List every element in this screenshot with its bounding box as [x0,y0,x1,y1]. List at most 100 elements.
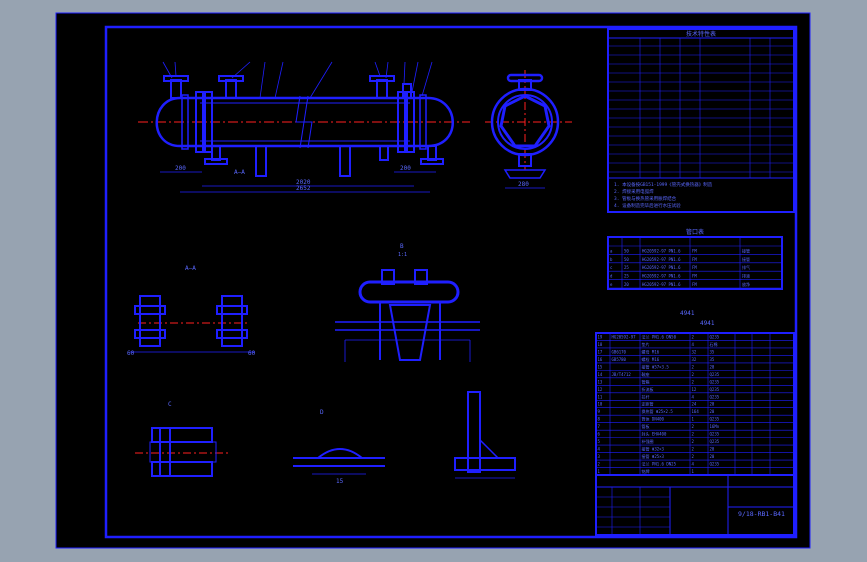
dim-total: 2652 [296,185,311,192]
bom-cell: 3 [598,454,601,459]
bom-cell: 换热管 Φ25×2.5 [642,408,674,414]
nozzle-cell: 排液 [742,273,750,279]
bom-cell: 接管 Φ25×3 [642,453,665,459]
bom-cell: 定距管 [642,401,654,407]
sheet-outer-border [55,12,811,549]
bom-cell: 17 [598,349,603,354]
bom-cell: 接管 Φ57×3.5 [642,363,670,369]
sheet-inner-frame [104,25,798,539]
bom-cell: 螺栓 M16 [642,356,660,362]
dim-end: 280 [518,181,529,188]
bom-cell: 管箱 [642,378,650,384]
bom-cell: 18 [598,342,603,347]
nozzle-cell: HG20592-97 PN1.6 [642,274,681,279]
bom-cell: Q235 [710,372,720,377]
technical-spec-table: 技术特性表 1. 本设备按GB151-1999《管壳式换热器》制造2. 焊接采用… [607,28,795,213]
bom-cell: 6 [598,432,601,437]
bom-cell: 19 [598,334,603,339]
dim-span: 2020 [296,179,311,186]
bom-cell: 164 [692,409,700,414]
bom-cell: 法兰 PN1.6 DN25 [642,461,677,467]
detail-b-title: B [400,243,404,250]
bom-cell: 24 [692,402,697,407]
nozzle-cell: d [610,274,613,279]
detail-view-c: C [135,401,230,477]
bom-cell: 1 [598,469,601,474]
left-head [155,96,181,148]
bom-cell: HG20592-97 [612,334,637,339]
nozzle-cell: 50 [624,248,629,253]
tech-table-title: 技术特性表 [686,30,716,38]
top-nozzles [163,75,412,99]
bom-cell: 筒体 DN400 [642,416,665,422]
nozzle-cell: 25 [624,274,629,279]
dim-15: 15 [336,478,344,485]
nozzle-cell: 排气 [742,264,750,270]
bom-cell: Q235 [710,379,720,384]
weight-label: 4941 [680,310,695,317]
nozzle-cell: FM [692,265,697,270]
bom-cell: 12 [692,387,697,392]
bom-cell: 20 [710,447,715,452]
bom-cell: GB6170 [612,349,627,354]
nozzle-cell: HG20592-97 PN1.6 [642,265,681,270]
note-line: 1. 本设备按GB151-1999《管壳式换热器》制造 [614,181,713,188]
bom-cell: Q235 [710,394,720,399]
nozzle-cell: 放净 [742,281,750,287]
bom-cell: 4 [692,394,695,399]
note-line: 2. 焊接采用电弧焊 [614,188,654,195]
bom-cell: 11 [598,394,603,399]
bom-cell: 2 [692,447,695,452]
bottom-nozzles [204,145,444,177]
bom-cell: 5 [598,439,601,444]
bom-cell: 接管 Φ32×3 [642,446,665,452]
nozzle-cell: 接管 [742,256,750,262]
bom-cell: 32 [692,357,697,362]
nozzle-cell: FM [692,248,697,253]
dim-right: 200 [400,165,411,172]
nozzle-cell: 20 [624,282,629,287]
label-view-a: A—A [234,169,245,176]
bom-cell: 32 [692,349,697,354]
bom-cell: 14 [598,372,603,377]
bom-cell: 2 [692,432,695,437]
bom-cell: 管板 [642,423,650,429]
detail-view-e [454,391,516,479]
vessel-front-view: 200 2020 2652 200 A—A [138,61,470,193]
bom-cell: 12 [598,387,603,392]
bom-cell: 折流板 [642,386,654,392]
bom-cell: 螺母 M16 [642,348,660,354]
bom-cell: 补强圈 [642,438,654,444]
nozzle-cell: HG20592-97 PN1.6 [642,248,681,253]
nozzle-cell: FM [692,282,697,287]
bom-cell: 10 [598,402,603,407]
bom-cell: 15 [598,364,603,369]
bom-cell: 35 [710,349,715,354]
bom-cell: GB5780 [612,357,627,362]
title-block: 9/18-RB1-B41 [595,474,795,536]
bom-cell: 石棉 [710,341,718,347]
bom-cell: Q235 [710,439,720,444]
nozzle-cell: HG20592-97 PN1.6 [642,282,681,287]
weight-label-2: 4941 [700,320,715,327]
bom-cell: JB/T4712 [612,372,632,377]
dim-60b: 60 [248,350,256,357]
bom-cell: 4 [598,447,601,452]
bom-cell: 2 [692,424,695,429]
bom-cell: 2 [692,372,695,377]
bom-cell: 垫片 [642,341,650,347]
drawing-number: 9/18-RB1-B41 [738,510,785,518]
bom-cell: 拉杆 [642,393,650,399]
bom-cell: Q235 [710,417,720,422]
nozzle-cell: 25 [624,265,629,270]
detail-c-title: C [168,401,172,408]
bom-cell: 9 [598,409,601,414]
bom-cell: 2 [692,454,695,459]
bom-cell: Q235 [710,432,720,437]
bom-cell: 2 [692,364,695,369]
bom-cell: 7 [598,424,601,429]
bom-cell: Q235 [710,334,720,339]
